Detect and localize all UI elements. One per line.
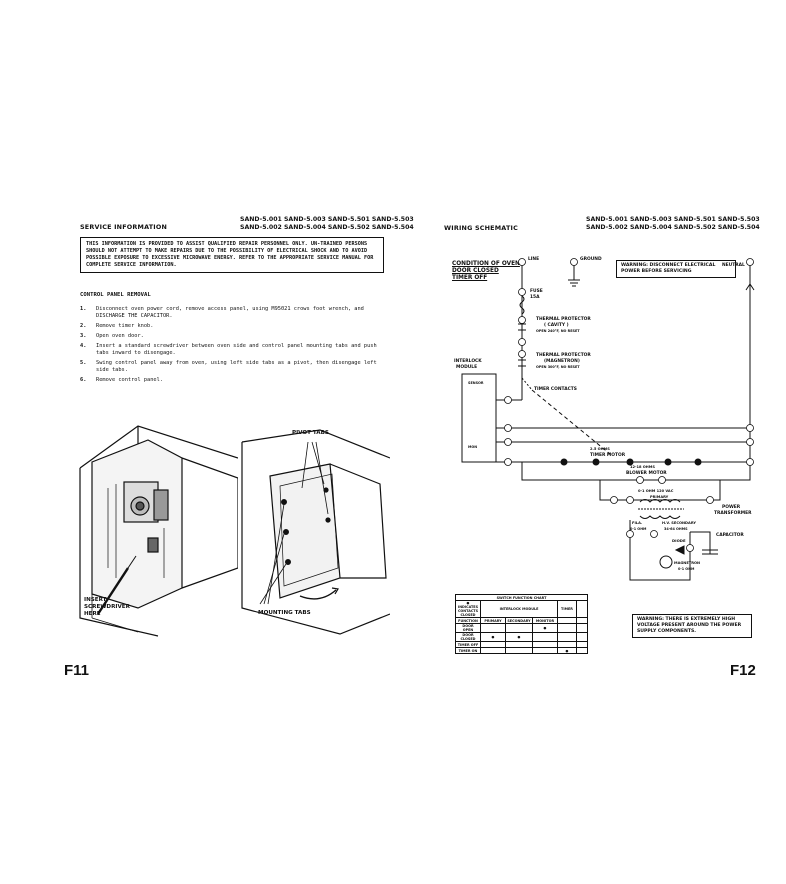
chart-row-label: TIMER ON	[455, 647, 481, 654]
timer-motor-label: TIMER MOTOR	[590, 452, 626, 458]
primary-ohms-label: 0-1 OHM 120 VAC	[638, 489, 674, 493]
insert-screwdriver-label: INSERT SCREWDRIVER HERE	[84, 597, 130, 617]
right-page-number: F12	[730, 662, 756, 679]
control-panel-tabs-illustration	[241, 429, 390, 635]
tp-magnetron-label: THERMAL PROTECTOR	[536, 352, 591, 358]
timer-contacts-label: TIMER CONTACTS	[534, 386, 577, 392]
chart-header-interlock: INTERLOCK MODULE	[480, 600, 558, 618]
diode-label: DIODE	[672, 538, 686, 543]
timer-ohms-label: 2.5 OHMS	[590, 447, 610, 451]
condition-title: CONDITION OF OVEN	[452, 261, 520, 267]
step-item: 5.Swing control panel away from oven, us…	[80, 360, 377, 373]
chart-row-label: DOOR CLOSED	[455, 632, 481, 642]
step-item: 1.Disconnect oven power cord, remove acc…	[80, 306, 364, 319]
step-item: 3.Open oven door.	[80, 333, 144, 339]
left-page-header: SERVICE INFORMATION	[80, 223, 168, 231]
pivot-tabs-label: PIVOT TABS	[292, 430, 329, 436]
tp-magnetron-spec-label: OPEN 300°F, NO RESET	[536, 365, 580, 369]
section-title: CONTROL PANEL REMOVAL	[80, 292, 151, 298]
mon-label: MON	[468, 445, 477, 449]
left-page-number: F11	[64, 662, 90, 679]
filament-label: FILA.	[632, 521, 642, 525]
filament-ohm-label: 0-1 OHM	[630, 527, 647, 531]
tp-cavity-spec-label: OPEN 240°F, NO RESET	[536, 329, 580, 333]
tp-magnetron-sub-label: (MAGNETRON)	[544, 358, 580, 364]
left-models-block: SAND-5.001 SAND-5.003 SAND-5.501 SAND-5.…	[240, 216, 414, 232]
primary-label: PRIMARY	[650, 495, 669, 499]
sensor-label: SENSOR	[468, 381, 484, 385]
right-models-block: SAND-5.001 SAND-5.003 SAND-5.501 SAND-5.…	[586, 216, 760, 232]
condition-door: DOOR CLOSED	[452, 268, 499, 274]
right-models-line-2: SAND-5.002 SAND-5.004 SAND-5.502 SAND-5.…	[586, 224, 760, 231]
left-models-line-2: SAND-5.002 SAND-5.004 SAND-5.502 SAND-5.…	[240, 224, 414, 231]
mounting-tabs-label: MOUNTING TABS	[258, 610, 311, 616]
tp-cavity-label: THERMAL PROTECTOR	[536, 316, 591, 322]
oven-screwdriver-illustration	[79, 425, 238, 637]
removal-steps: 1.Disconnect oven power cord, remove acc…	[80, 306, 380, 387]
hv-secondary-label: H.V. SECONDARY	[662, 521, 696, 525]
condition-timer: TIMER OFF	[452, 275, 488, 281]
right-page-header: WIRING SCHEMATIC	[444, 224, 518, 232]
magnetron-ohm-label: 0-1 OHM	[678, 567, 695, 571]
magnetron-label: MAGNETRON	[674, 561, 700, 565]
module-label: MODULE	[456, 364, 477, 370]
chart-row-label: DOOR OPEN	[455, 623, 481, 633]
warning-disconnect-box: WARNING: DISCONNECT ELECTRICAL POWER BEF…	[616, 260, 736, 278]
capacitor-label: CAPACITOR	[716, 532, 744, 538]
switch-function-chart: SWITCH FUNCTION CHART ● INDICATES CONTAC…	[455, 594, 588, 654]
hv-ohms-label: 34-64 OHMS	[664, 527, 688, 531]
blower-ohms-label: 12-18 OHMS	[630, 465, 655, 469]
fuse-rating-label: 15A	[530, 294, 540, 300]
neutral-label: NEUTRAL	[722, 262, 745, 268]
chart-header-timer: TIMER	[557, 600, 577, 618]
interlock-label: INTERLOCK	[454, 358, 482, 364]
line-label: LINE	[528, 256, 539, 262]
power-label: POWER	[722, 504, 741, 510]
qualified-personnel-notice: THIS INFORMATION IS PROVIDED TO ASSIST Q…	[80, 237, 384, 273]
wiring-schematic: LINE GROUND NEUTRAL FUSE 15A THERMAL PRO…	[454, 256, 755, 581]
left-models-line-1: SAND-5.001 SAND-5.003 SAND-5.501 SAND-5.…	[240, 216, 414, 223]
step-item: 2.Remove timer knob.	[80, 323, 154, 329]
chart-header-indicates: ● INDICATES CONTACTS CLOSED	[455, 600, 481, 618]
warning-high-voltage-box: WARNING: THERE IS EXTREMELY HIGH VOLTAGE…	[632, 614, 752, 638]
tp-cavity-sub-label: ( CAVITY )	[544, 322, 569, 328]
oven-condition-block: CONDITION OF OVEN DOOR CLOSED TIMER OFF	[452, 261, 520, 282]
blower-motor-label: BLOWER MOTOR	[626, 470, 667, 476]
transformer-label: TRANSFORMER	[714, 510, 752, 516]
fuse-label: FUSE	[530, 288, 543, 294]
step-item: 6.Remove control panel.	[80, 377, 163, 383]
right-models-line-1: SAND-5.001 SAND-5.003 SAND-5.501 SAND-5.…	[586, 216, 760, 223]
step-item: 4.Insert a standard screwdriver between …	[80, 343, 377, 356]
ground-label: GROUND	[580, 256, 602, 262]
